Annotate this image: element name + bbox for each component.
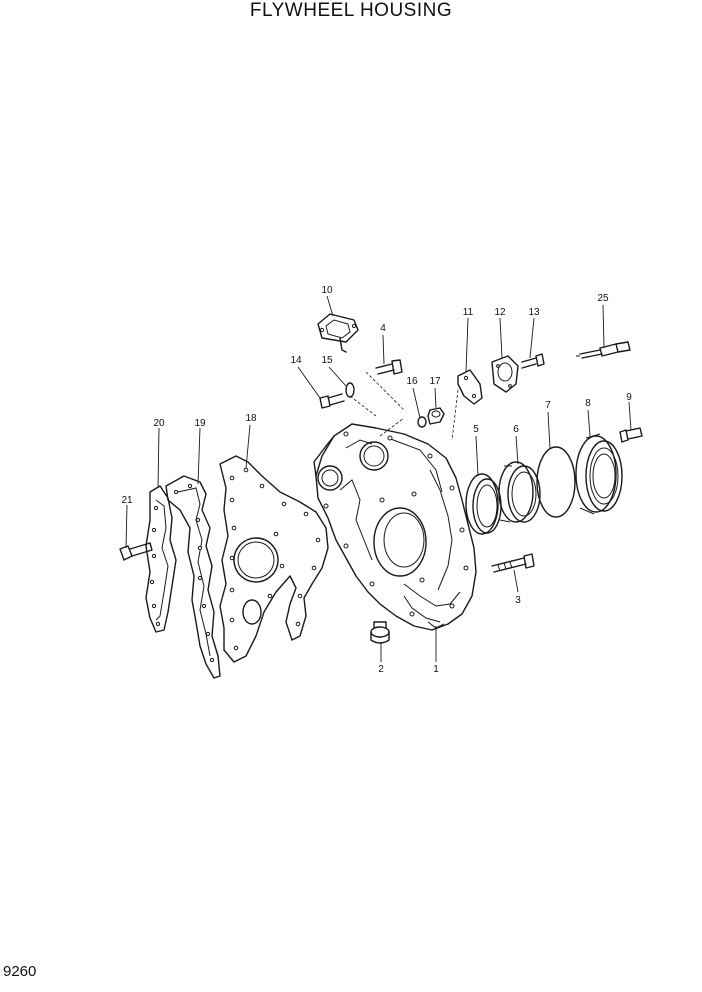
part-5-oil-seal <box>465 473 502 535</box>
page-title: FLYWHEEL HOUSING <box>249 0 453 21</box>
part-7-o-ring <box>536 446 576 518</box>
callout-labels: 1 2 3 4 5 6 7 8 9 10 11 12 13 14 15 16 1… <box>121 285 632 675</box>
assembly-lines <box>349 371 459 441</box>
part-9-bolt <box>619 427 643 443</box>
part-10-cover <box>317 313 359 353</box>
callout-17: 17 <box>429 376 441 387</box>
part-18-gasket <box>219 455 329 663</box>
part-21-bolt <box>119 542 153 561</box>
callout-6: 6 <box>513 424 519 435</box>
callout-12: 12 <box>494 307 506 318</box>
part-4-bolt <box>375 359 403 375</box>
part-11-plate <box>457 369 483 405</box>
callout-20: 20 <box>153 418 165 429</box>
callout-9: 9 <box>626 392 632 403</box>
callout-1: 1 <box>433 664 439 675</box>
callout-7: 7 <box>545 400 551 411</box>
leader-lines <box>125 295 632 662</box>
part-1-flywheel-housing <box>313 423 477 631</box>
callout-2: 2 <box>378 664 384 675</box>
part-17-nut <box>427 407 445 425</box>
callout-10: 10 <box>321 285 333 296</box>
part-12-cover <box>491 355 519 393</box>
callout-11: 11 <box>463 307 474 318</box>
callout-15: 15 <box>321 355 333 366</box>
callout-16: 16 <box>406 376 418 387</box>
part-15-washer <box>345 382 355 398</box>
part-20-gasket <box>145 485 177 633</box>
part-6-seal <box>498 461 541 523</box>
callout-21: 21 <box>121 495 133 506</box>
callout-4: 4 <box>380 323 386 334</box>
callout-18: 18 <box>245 413 257 424</box>
callout-25: 25 <box>597 293 609 304</box>
callout-13: 13 <box>528 307 540 318</box>
part-19-gasket <box>165 475 221 679</box>
part-8-seal-carrier <box>575 433 623 515</box>
callout-8: 8 <box>585 398 591 409</box>
part-25-sensor <box>576 341 631 359</box>
part-14-bolt <box>319 393 345 409</box>
callout-19: 19 <box>194 418 206 429</box>
callout-14: 14 <box>290 355 302 366</box>
part-2-plug <box>370 621 390 644</box>
part-13-bolt <box>521 353 545 369</box>
callout-5: 5 <box>473 424 479 435</box>
part-16-washer <box>417 416 427 428</box>
page-number: 9260 <box>3 963 37 980</box>
callout-3: 3 <box>515 595 521 606</box>
part-3-bolt <box>491 553 535 573</box>
